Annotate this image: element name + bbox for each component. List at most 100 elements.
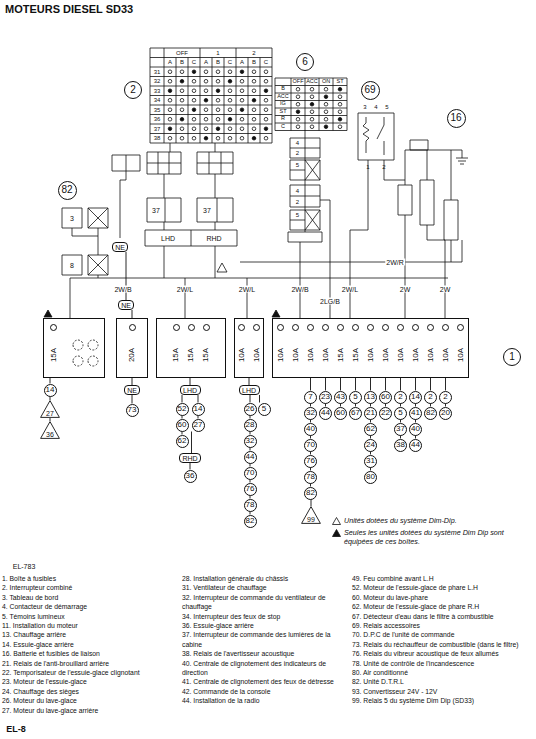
fuse-slot: 10A	[393, 319, 408, 377]
node-text: 43	[336, 393, 345, 401]
fuse-slot: 10A	[318, 319, 333, 377]
terminal-number: ACC	[277, 94, 289, 100]
terminal-circle: 44	[319, 407, 332, 420]
terminal-circle: 40	[409, 423, 422, 436]
legend: Unités dotées du système Dim-Dip.Seules …	[332, 516, 532, 549]
node-text: 76	[306, 457, 315, 465]
terminal-circle: 82	[424, 407, 437, 420]
switch-contact	[192, 108, 196, 112]
fuse-terminal	[292, 324, 299, 331]
switch-contact	[180, 70, 184, 74]
wire-color: 2W/L	[341, 286, 359, 293]
variant-tag: LHD	[161, 235, 175, 242]
key-entry: 42. Commande de la console	[182, 687, 347, 696]
table-header: B	[180, 59, 184, 65]
harness-tag: LHD	[239, 385, 260, 395]
pin-number: 5	[296, 162, 299, 168]
pin-number: 5	[385, 104, 388, 110]
table-header: C	[192, 59, 196, 65]
key-entry: 32. Interrupteur de commande du ventilat…	[182, 593, 347, 612]
triangle-outline	[41, 401, 60, 418]
fuse-terminal	[367, 324, 374, 331]
node-text: 60	[178, 421, 187, 429]
switch-contact	[324, 125, 328, 129]
terminal-number: 37	[154, 126, 161, 132]
terminal-circle: 26	[244, 403, 257, 416]
switch-contact	[240, 79, 244, 83]
terminal-circle: 78	[244, 499, 257, 512]
switch-contact	[296, 87, 300, 91]
node-text: 14	[46, 386, 55, 394]
pin-number: 5	[296, 212, 299, 218]
dim-dip-triangle-callout: 99	[301, 506, 321, 524]
node-text: 44	[321, 409, 330, 417]
node-text: 13	[366, 393, 375, 401]
fuse-terminal	[129, 324, 136, 331]
node-text: 2	[428, 393, 432, 401]
table-header: 2	[252, 50, 255, 56]
pin-number: 4	[296, 188, 299, 194]
terminal-circle: 2	[439, 391, 452, 404]
node-text: 80	[366, 473, 375, 481]
terminal-circle: 62	[176, 435, 189, 448]
terminal-circle: 67	[349, 407, 362, 420]
legend-swatch	[332, 529, 341, 537]
switch-contact	[216, 89, 220, 93]
callout-number: 69	[361, 81, 380, 100]
switch-contact	[180, 136, 184, 140]
wire-connector	[190, 463, 191, 470]
wire-connector	[249, 378, 250, 385]
wire-connector	[50, 378, 51, 384]
fuse-terminal	[50, 324, 57, 331]
switch-contact	[310, 117, 314, 121]
node-text: 5	[353, 393, 357, 401]
terminal-circle: 37	[394, 423, 407, 436]
key-entry: 13. Chauffage arrière	[2, 630, 178, 639]
table-header: A	[168, 59, 172, 65]
node-text: 78	[246, 501, 255, 509]
triangle-outline	[302, 507, 321, 524]
fuse-rating: 15A	[187, 348, 195, 362]
node-text: 82	[306, 489, 315, 497]
fuse-slot: 10A	[249, 319, 264, 377]
harness-tag: LHD	[180, 385, 201, 395]
fuse-slot: 10A	[234, 319, 249, 377]
table-header: C	[228, 59, 232, 65]
key-entry: 2. Interrupteur combiné	[2, 583, 178, 592]
switch-contact	[228, 98, 232, 102]
switch-contact	[310, 110, 314, 114]
switch-contact	[338, 117, 342, 121]
switch-contact	[216, 70, 220, 74]
node-text: 38	[396, 441, 405, 449]
wire-connector	[191, 432, 192, 454]
legend-text: Seules les unités dotées du système Dim …	[344, 528, 532, 546]
harness-tag: RHD	[179, 453, 201, 463]
table-grid	[275, 78, 347, 131]
switch-contact	[204, 127, 208, 131]
switch-contact	[296, 102, 300, 106]
switch-contact	[168, 136, 172, 140]
key-entry: 28. Installation générale du châssis	[182, 574, 347, 583]
terminal-number: 32	[154, 78, 161, 84]
fuse-slot: 10A	[408, 319, 423, 377]
fuse-rating: 20A	[128, 348, 136, 362]
switch-contact	[192, 79, 196, 83]
terminal-number: ST	[279, 109, 286, 115]
wire-connector	[340, 378, 341, 391]
terminal-circle: 2	[424, 391, 437, 404]
table-header: A	[240, 59, 244, 65]
switch-contact	[240, 108, 244, 112]
fuse-terminal	[352, 324, 359, 331]
terminal-circle: 41	[409, 407, 422, 420]
wire-connector	[182, 395, 183, 403]
key-entry: 3. Tableau de bord	[2, 593, 178, 602]
table-header: A	[204, 59, 208, 65]
terminal-circle: 60	[176, 419, 189, 432]
switch-contact	[228, 136, 232, 140]
node-text: 40	[411, 425, 420, 433]
switch-contact	[310, 87, 314, 91]
switch-contact	[324, 95, 328, 99]
terminal-circle: 28	[244, 419, 257, 432]
node-text: 76	[246, 485, 255, 493]
terminal-number: C	[281, 124, 285, 130]
